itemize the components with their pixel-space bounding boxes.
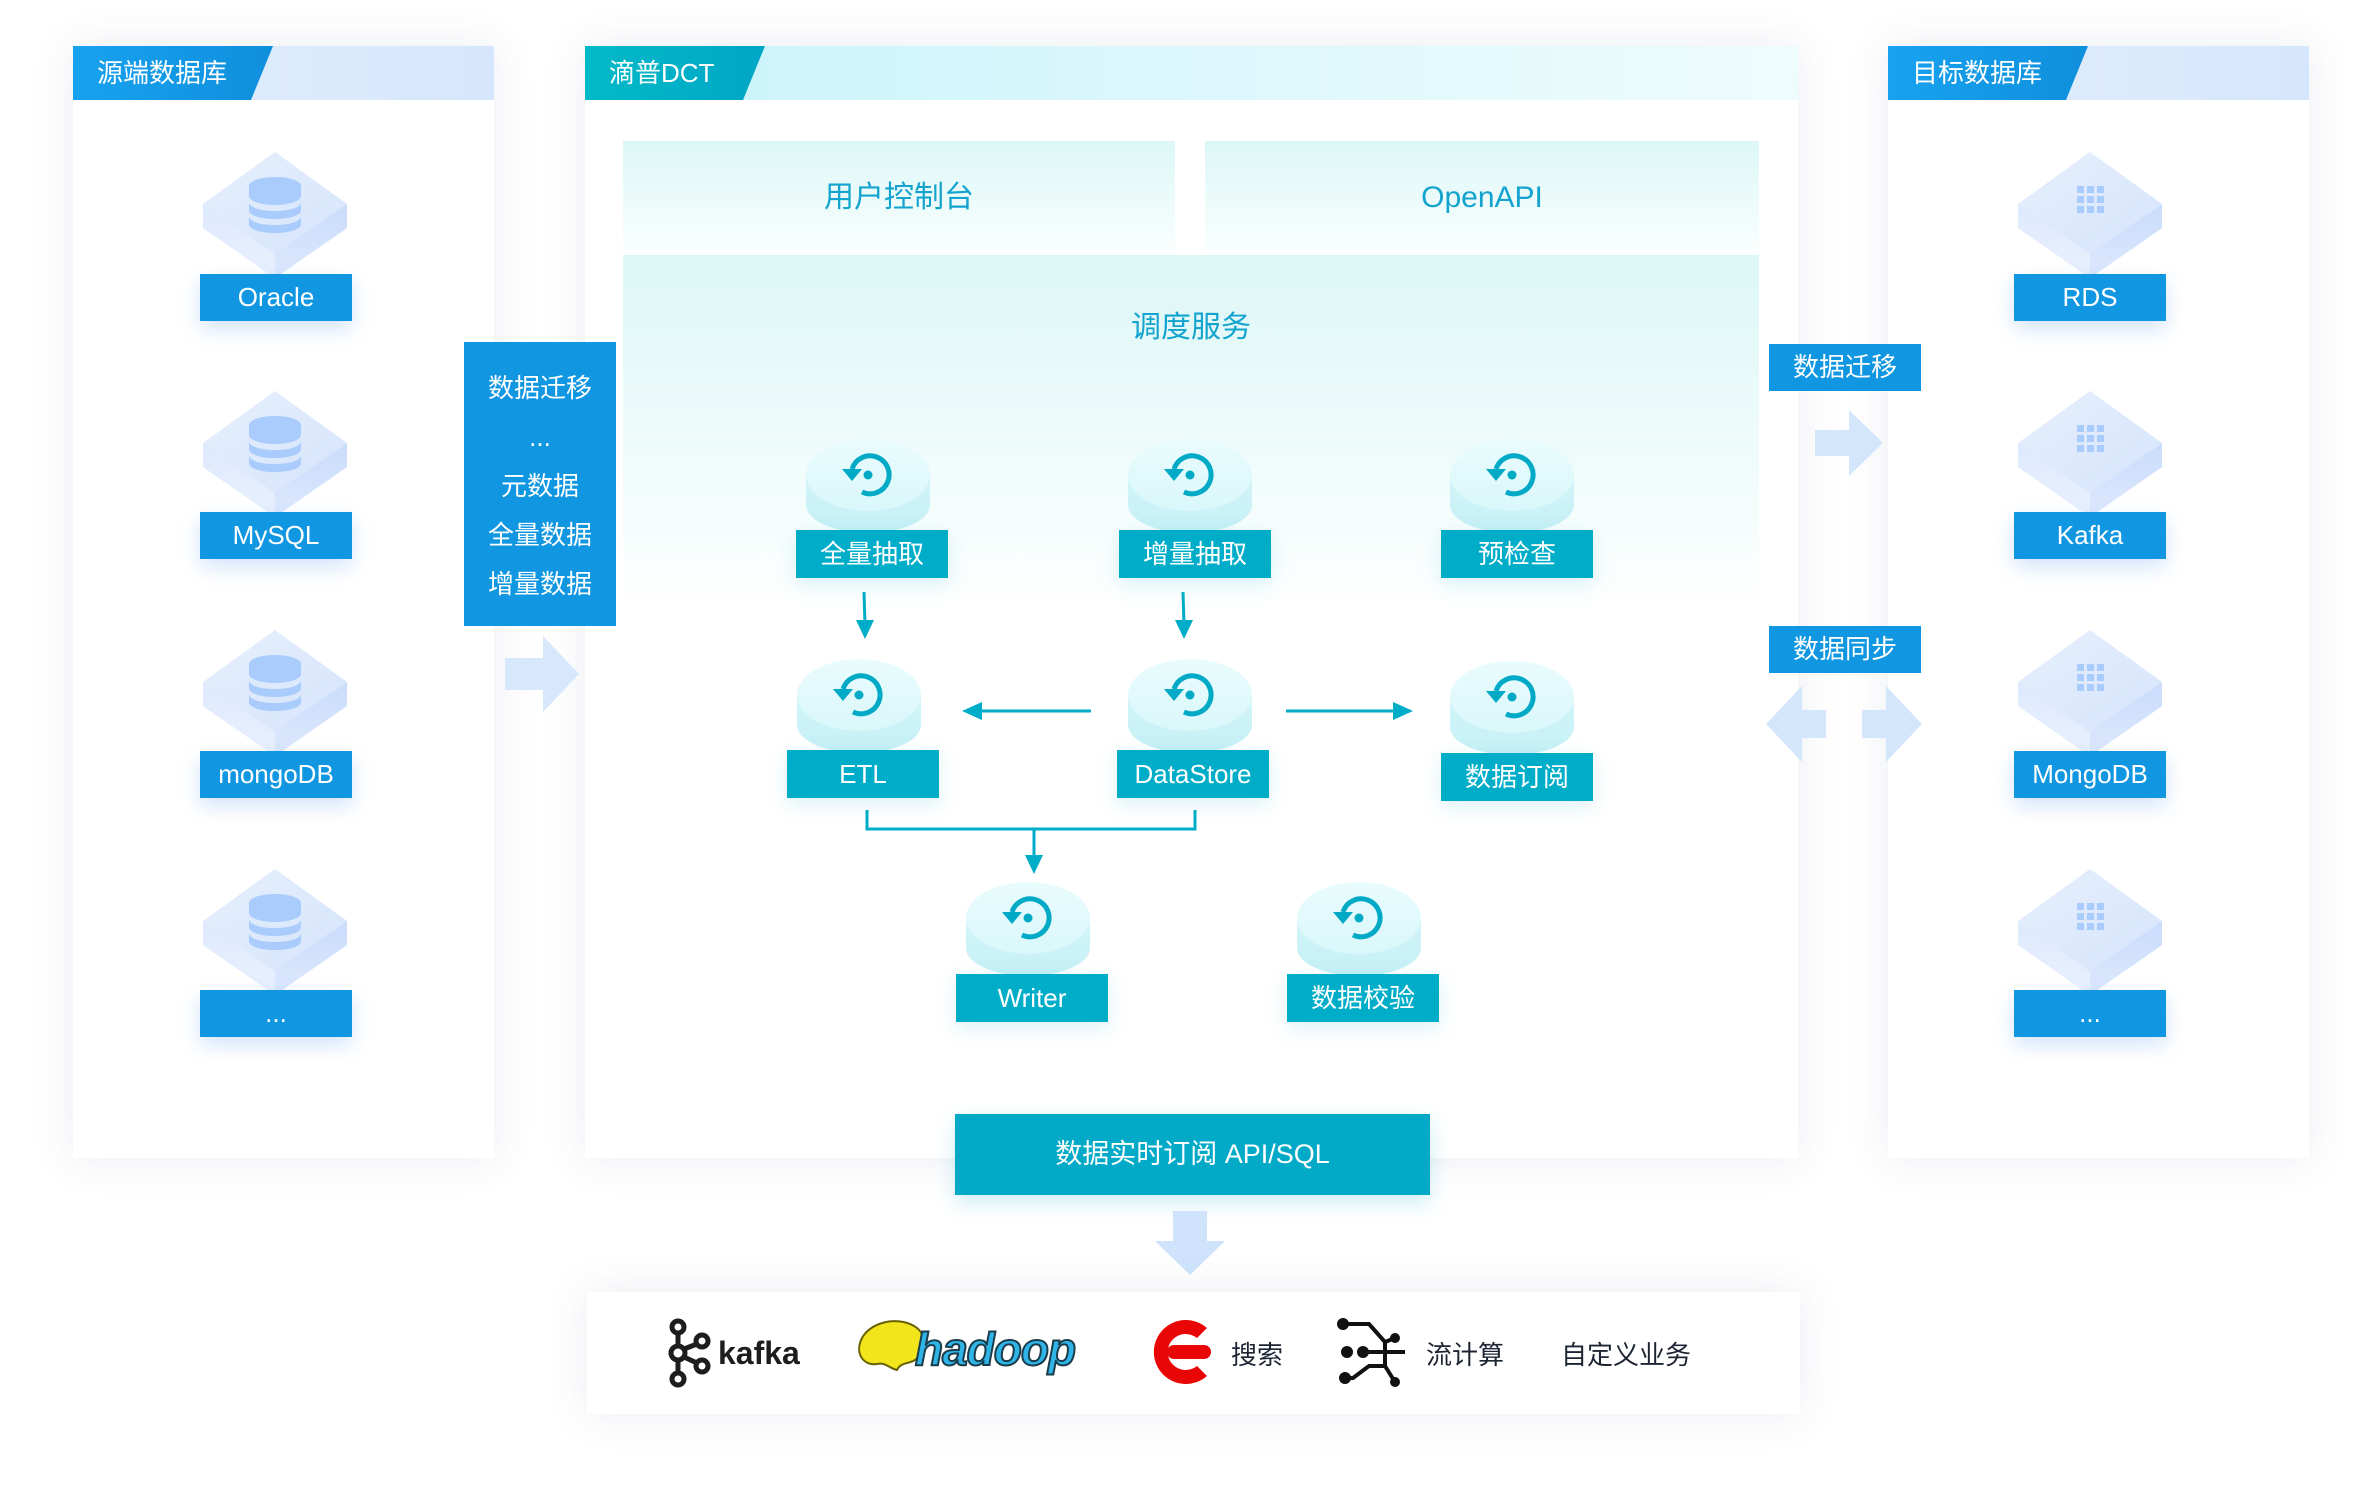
arrow-right-icon [505, 636, 579, 712]
refresh-node-icon [1128, 659, 1252, 753]
arrow-head [856, 620, 874, 639]
refresh-node-icon [966, 882, 1090, 976]
arrow-head [1175, 620, 1193, 639]
hadoop-elephant-icon [858, 1320, 925, 1372]
grid-database-icon [2018, 630, 2162, 756]
source-item-more[interactable]: ... [200, 990, 352, 1037]
custom-business-label: 自定义业务 [1561, 1340, 1692, 1370]
stream-compute-icon [1337, 1318, 1405, 1387]
target-item-kafka[interactable]: Kafka [2014, 512, 2166, 559]
scheduler-label: 调度服务 [1131, 311, 1251, 344]
console-label: 用户控制台 [824, 181, 974, 214]
refresh-node-icon [1450, 661, 1574, 755]
refresh-node-icon [797, 659, 921, 753]
api-sql-bar[interactable]: 数据实时订阅 API/SQL [955, 1114, 1430, 1195]
elastic-logo-icon [1153, 1320, 1211, 1384]
node-writer[interactable]: Writer [956, 974, 1108, 1022]
grid-database-icon [2018, 869, 2162, 995]
api-sql-label: 数据实时订阅 API/SQL [1055, 1139, 1330, 1169]
refresh-node-icon [1128, 439, 1252, 533]
source-title: 源端数据库 [73, 46, 273, 100]
node-precheck[interactable]: 预检查 [1441, 530, 1593, 578]
database-icon [203, 630, 347, 756]
node-etl[interactable]: ETL [787, 750, 939, 798]
target-title: 目标数据库 [1888, 46, 2088, 100]
openapi-label: OpenAPI [1421, 181, 1543, 214]
stream-label: 流计算 [1426, 1340, 1505, 1370]
target-item-rds[interactable]: RDS [2014, 274, 2166, 321]
migration-box: 数据迁移 ... 元数据 全量数据 增量数据 [464, 342, 616, 626]
grid-database-icon [2018, 391, 2162, 517]
merge-bracket [865, 810, 1197, 831]
arrow-down [862, 591, 867, 626]
grid-database-icon [2018, 152, 2162, 278]
node-subscribe[interactable]: 数据订阅 [1441, 753, 1593, 801]
target-item-mongodb[interactable]: MongoDB [2014, 751, 2166, 798]
kafka-logo-text: kafka [718, 1335, 800, 1371]
kafka-logo-icon [668, 1318, 711, 1388]
node-verify[interactable]: 数据校验 [1287, 974, 1439, 1022]
openapi-box[interactable]: OpenAPI [1205, 141, 1759, 255]
arrow-head [962, 702, 982, 720]
migration-item: 全量数据 [487, 520, 592, 550]
refresh-node-icon [1450, 439, 1574, 533]
source-item-mongodb[interactable]: mongoDB [200, 751, 352, 798]
dct-header [585, 46, 1798, 100]
migration-item: 增量数据 [487, 569, 592, 599]
node-incr-extract[interactable]: 增量抽取 [1119, 530, 1271, 578]
dct-title: 滴普DCT [585, 46, 765, 100]
migration-item: 数据迁移 [487, 373, 592, 403]
migration-item: 元数据 [500, 471, 579, 501]
arrow-down-icon [1155, 1211, 1225, 1275]
arrow-head [1025, 855, 1043, 874]
search-label: 搜索 [1231, 1340, 1284, 1370]
database-icon [203, 391, 347, 517]
refresh-node-icon [806, 439, 930, 533]
refresh-node-icon [1297, 882, 1421, 976]
arrow-down [1181, 591, 1186, 626]
target-item-more[interactable]: ... [2014, 990, 2166, 1037]
tag-sync: 数据同步 [1769, 626, 1921, 673]
hadoop-logo-text: hadoop [914, 1322, 1077, 1376]
arrow-head [1393, 702, 1413, 720]
database-icon [203, 152, 347, 278]
node-full-extract[interactable]: 全量抽取 [796, 530, 948, 578]
source-item-mysql[interactable]: MySQL [200, 512, 352, 559]
console-box[interactable]: 用户控制台 [623, 141, 1175, 255]
database-icon [203, 869, 347, 995]
tag-migrate: 数据迁移 [1769, 344, 1921, 391]
migration-item: ... [529, 422, 551, 452]
node-datastore[interactable]: DataStore [1117, 750, 1269, 798]
arrow-right-icon [1815, 410, 1883, 476]
source-item-oracle[interactable]: Oracle [200, 274, 352, 321]
double-arrow-icon [1766, 686, 1922, 762]
